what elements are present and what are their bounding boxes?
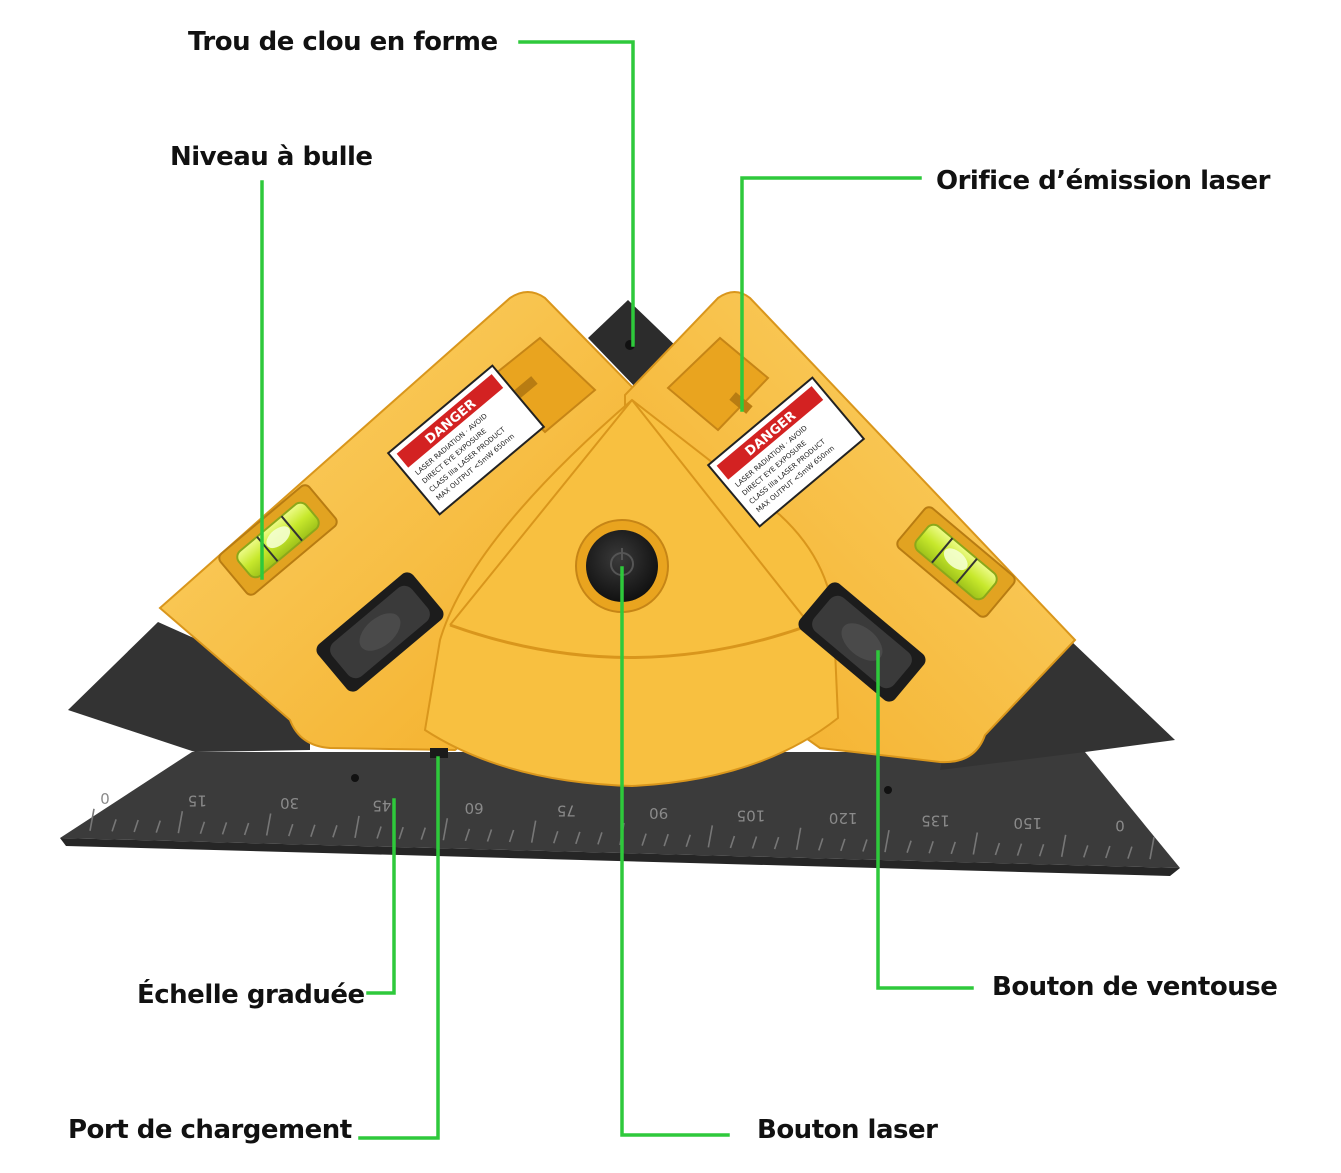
scale-label: 120 (829, 809, 858, 827)
scale-label: 15 (188, 792, 207, 810)
scale-tick (177, 811, 184, 834)
leader-graduated-scale (366, 798, 396, 995)
right-suction-button (798, 582, 926, 702)
scale-tick (1127, 846, 1133, 859)
scale-tick (111, 819, 117, 832)
scale-tick (464, 828, 471, 842)
scale-tick (442, 818, 449, 841)
charging-port (430, 748, 448, 758)
scale-tick (420, 827, 427, 840)
left-warning-sticker: DANGER LASER RADIATION · AVOID DIRECT EY… (386, 364, 546, 516)
scale-label: 30 (280, 794, 299, 812)
left-suction-button (316, 572, 444, 692)
leader-charging-port (358, 756, 440, 1140)
label-bubble-level: Niveau à bulle (170, 142, 373, 172)
scale-tick (221, 822, 228, 835)
scale-tick (398, 826, 404, 840)
scale-tick (884, 829, 890, 853)
scale-tick (928, 841, 934, 854)
scale-tick (332, 825, 338, 838)
label-graduated-scale: Échelle graduée (137, 980, 365, 1010)
ruler-bevel (60, 838, 1180, 876)
scale-tick (663, 833, 669, 847)
fan-arc (449, 623, 811, 659)
scale-tick (906, 840, 912, 853)
scale-label: 105 (737, 807, 766, 825)
scale-tick (773, 836, 780, 850)
scale-tick (199, 821, 206, 835)
ruler-screw-left (351, 774, 359, 782)
scale-tick (1149, 837, 1155, 860)
scale-tick (155, 820, 162, 833)
scale-tick (243, 822, 250, 836)
label-nail-hole: Trou de clou en forme (188, 27, 498, 57)
scale-tick (354, 815, 360, 839)
right-foot (940, 640, 1175, 770)
scale-tick (310, 824, 316, 837)
scale-tick (552, 830, 559, 844)
scale-label: 90 (649, 804, 668, 822)
leader-nail-hole (518, 40, 635, 347)
scale-label: 150 (1013, 814, 1042, 832)
scale-label: 60 (465, 799, 484, 817)
scale-tick (287, 823, 294, 837)
scale-tick (685, 834, 692, 848)
scale-tick (817, 838, 824, 851)
leader-suction-button (876, 650, 974, 990)
scale-tick (133, 819, 139, 833)
scale-tick (1016, 843, 1023, 856)
fan-left-seam (449, 399, 633, 626)
scale-tick (840, 838, 846, 852)
scale-tick (729, 835, 736, 849)
scale-tick (265, 813, 272, 836)
fan-right-seam (631, 399, 811, 626)
laser-power-button (575, 519, 669, 613)
label-laser-button: Bouton laser (757, 1115, 938, 1145)
scale-tick (994, 842, 1001, 856)
scale-tick (862, 839, 868, 852)
scale-label: 135 (921, 811, 950, 829)
scale-tick (972, 832, 979, 855)
scale-tick (950, 841, 957, 855)
scale-label: 75 (557, 802, 576, 820)
ruler-plate (60, 752, 1180, 868)
leader-laser-orifice (740, 176, 922, 412)
scale-tick (530, 820, 537, 843)
scale-tick (1105, 845, 1111, 859)
scale-tick (707, 825, 714, 848)
ruler-screw-right (884, 786, 892, 794)
scale-ticks (89, 808, 1155, 860)
scale-label: 0 (100, 789, 110, 807)
scale-labels: 0 15 30 45 60 75 90 105 120 135 150 0 (100, 789, 1125, 834)
leader-laser-button (620, 566, 730, 1137)
scale-tick (597, 832, 603, 845)
scale-label: 45 (372, 797, 391, 815)
scale-tick (376, 826, 382, 839)
left-foot (68, 622, 310, 752)
scale-tick (641, 833, 647, 846)
leader-lines (260, 40, 974, 1140)
scale-tick (751, 836, 758, 849)
scale-tick (1038, 843, 1045, 857)
scale-tick (1060, 834, 1067, 857)
label-suction-button: Bouton de ventouse (992, 972, 1278, 1002)
scale-tick (486, 829, 493, 842)
label-charging-port: Port de chargement (68, 1115, 352, 1145)
scale-tick (89, 808, 95, 831)
scale-tick (508, 829, 515, 843)
scale-tick (575, 831, 581, 845)
scale-tick (1082, 845, 1089, 858)
scale-tick (795, 827, 802, 850)
right-warning-sticker: DANGER LASER RADIATION · AVOID DIRECT EY… (706, 376, 866, 528)
label-laser-orifice: Orifice d’émission laser (936, 166, 1270, 196)
scale-label: 0 (1115, 816, 1125, 834)
right-bubble-level (896, 506, 1016, 618)
